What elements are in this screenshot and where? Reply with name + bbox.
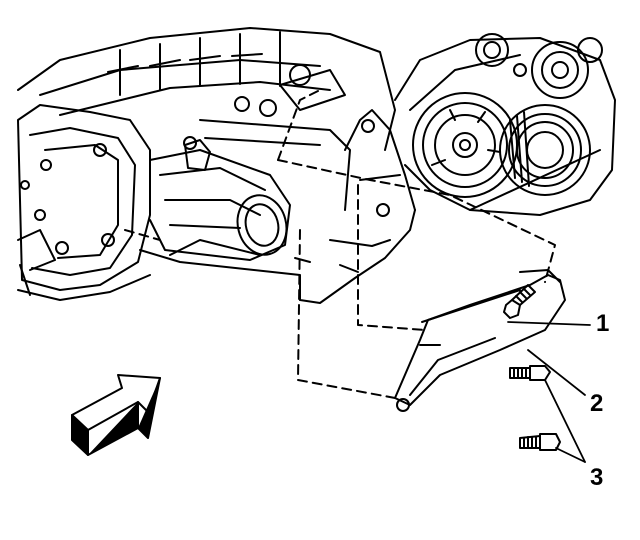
bolt-lower: [519, 433, 561, 451]
bracket-part: [394, 269, 566, 412]
engine-block: [17, 27, 416, 304]
callout-1-label: 1: [596, 310, 610, 337]
assembly-leader-lines: [124, 89, 556, 399]
callout-leaders: [507, 321, 591, 463]
callout-3-label: 3: [590, 464, 604, 491]
callout-2-label: 2: [590, 390, 604, 417]
bolt-middle: [509, 365, 551, 381]
accessory-pulleys: [394, 33, 616, 216]
bolt-upper: [503, 284, 536, 319]
arrow-right-up-icon: [71, 374, 161, 456]
